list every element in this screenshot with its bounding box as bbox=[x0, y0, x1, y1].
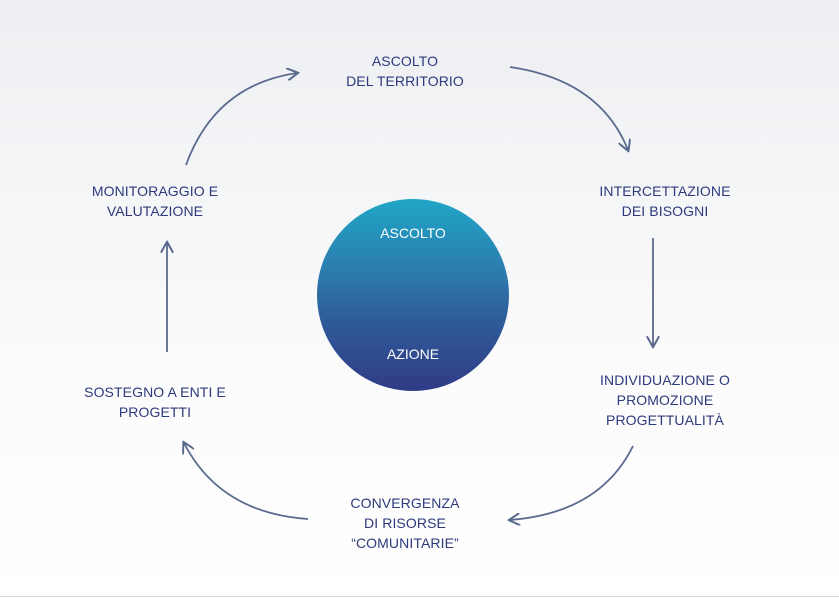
step-intercettazione-dei-bisogni: INTERCETTAZIONE DEI BISOGNI bbox=[570, 181, 760, 221]
step-sostegno-enti-progetti: SOSTEGNO A ENTI E PROGETTI bbox=[60, 382, 250, 422]
step-label-line: PROMOZIONE bbox=[616, 392, 714, 408]
step-label-line: VALUTAZIONE bbox=[106, 203, 204, 219]
step-label-line: DEL TERRITORIO bbox=[346, 73, 464, 89]
bottom-divider bbox=[0, 596, 839, 597]
step-individuazione-progettualita: INDIVIDUAZIONE O PROMOZIONE PROGETTUALIT… bbox=[570, 370, 760, 430]
step-ascolto-del-territorio: ASCOLTO DEL TERRITORIO bbox=[300, 51, 510, 91]
center-label-ascolto: ASCOLTO bbox=[380, 225, 446, 241]
center-circle: ASCOLTO AZIONE bbox=[317, 199, 509, 391]
step-monitoraggio-valutazione: MONITORAGGIO E VALUTAZIONE bbox=[60, 181, 250, 221]
step-label-line: “COMUNITARIE” bbox=[351, 535, 459, 551]
arrow-ascolto-to-intercettazione bbox=[509, 66, 628, 150]
step-label-line: PROGETTI bbox=[118, 404, 192, 420]
arrow-convergenza-to-sostegno bbox=[184, 443, 309, 520]
step-label-line: CONVERGENZA bbox=[350, 495, 460, 511]
step-label-line: ASCOLTO bbox=[371, 53, 439, 69]
step-label-line: SOSTEGNO A ENTI E bbox=[84, 384, 226, 400]
step-label-line: PROGETTUALITÀ bbox=[606, 412, 724, 428]
step-label-line: INTERCETTAZIONE bbox=[599, 183, 731, 199]
step-label-line: INDIVIDUAZIONE O bbox=[600, 372, 730, 388]
step-label-line: DEI BISOGNI bbox=[621, 203, 709, 219]
step-label-line: MONITORAGGIO E bbox=[91, 183, 219, 199]
step-convergenza-risorse: CONVERGENZA DI RISORSE “COMUNITARIE” bbox=[300, 493, 510, 553]
center-label-azione: AZIONE bbox=[386, 346, 440, 362]
arrow-monitoraggio-to-ascolto bbox=[185, 73, 297, 166]
step-label-line: DI RISORSE bbox=[364, 515, 446, 531]
arrow-individuazione-to-convergenza bbox=[510, 445, 634, 520]
